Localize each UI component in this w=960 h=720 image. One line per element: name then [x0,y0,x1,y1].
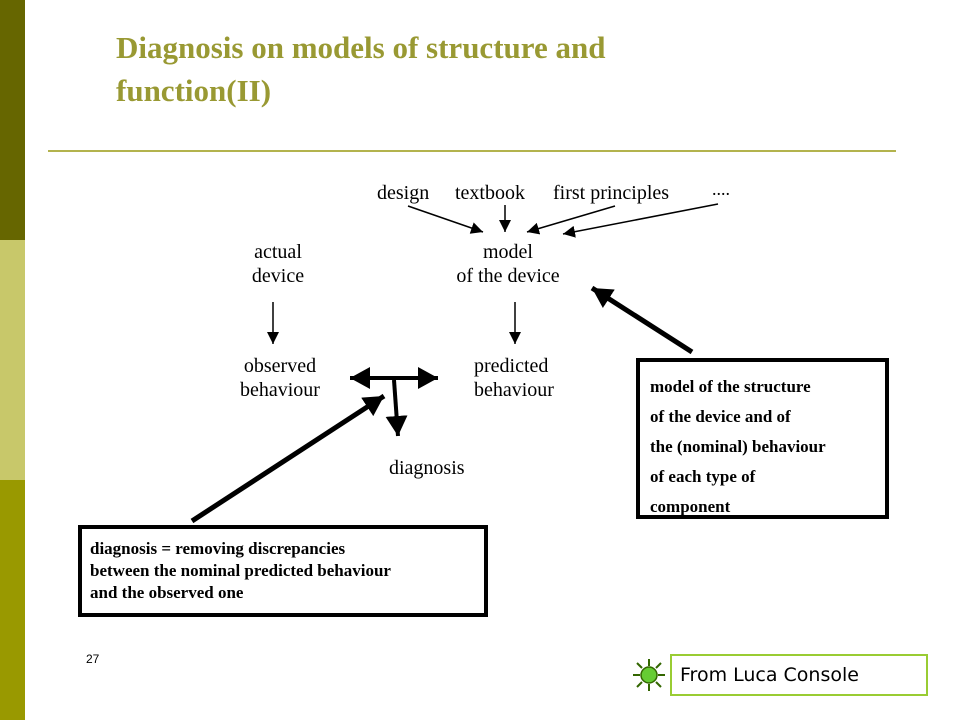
arrow-design-to-model [407,205,484,234]
page-number: 27 [86,652,100,666]
sun-icon [633,659,665,691]
model-device-line2: of the device [456,265,560,287]
title-line-1: Diagnosis on models of structure and [116,30,606,65]
predicted-line1: predicted [474,355,549,377]
arrow-compare-to-diagnosis [385,379,408,437]
side-bar-middle [0,240,25,480]
callout-model-line: of each type of [650,467,756,486]
observed-behaviour-label: observed behaviour [220,354,340,402]
slide-title: Diagnosis on models of structure and fun… [116,26,816,112]
model-device-label: model of the device [438,240,578,288]
title-divider [48,150,896,152]
actual-device-label: actual device [218,240,338,288]
observed-line1: observed [243,355,317,377]
actual-device-line1: actual [254,241,302,263]
side-bar-bottom [0,480,25,720]
title-line-2: function(II) [116,73,272,108]
callout-model-line: model of the structure [650,377,811,396]
callout-diagnosis-line: and the observed one [90,583,244,602]
predicted-line2: behaviour [474,379,554,401]
arrow-callout-to-compare [190,393,386,524]
source-textbook: textbook [455,182,525,204]
arrow-more-to-model [562,203,719,238]
source-design: design [377,182,430,204]
predicted-behaviour-label: predicted behaviour [474,354,554,402]
credit-box: From Luca Console [670,654,928,696]
callout-model-line: of the device and of [650,407,791,426]
model-device-line1: model [483,241,533,263]
source-more: .... [712,179,730,199]
source-first-principles: first principles [553,182,670,204]
callout-diagnosis-line: diagnosis = removing discrepancies [90,539,346,558]
arrow-principles-to-model [526,205,616,235]
callout-model-line: the (nominal) behaviour [650,437,826,456]
callout-model-line: component [650,497,731,516]
arrow-callout-to-model [590,285,694,355]
callout-model-definition: model of the structure of the device and… [636,358,889,519]
callout-diagnosis-definition: diagnosis = removing discrepancies betwe… [78,525,488,617]
actual-device-line2: device [251,265,305,287]
observed-line2: behaviour [240,379,320,401]
callout-diagnosis-line: between the nominal predicted behaviour [90,561,391,580]
side-bar-top [0,0,25,240]
diagnosis-label: diagnosis [389,457,465,479]
